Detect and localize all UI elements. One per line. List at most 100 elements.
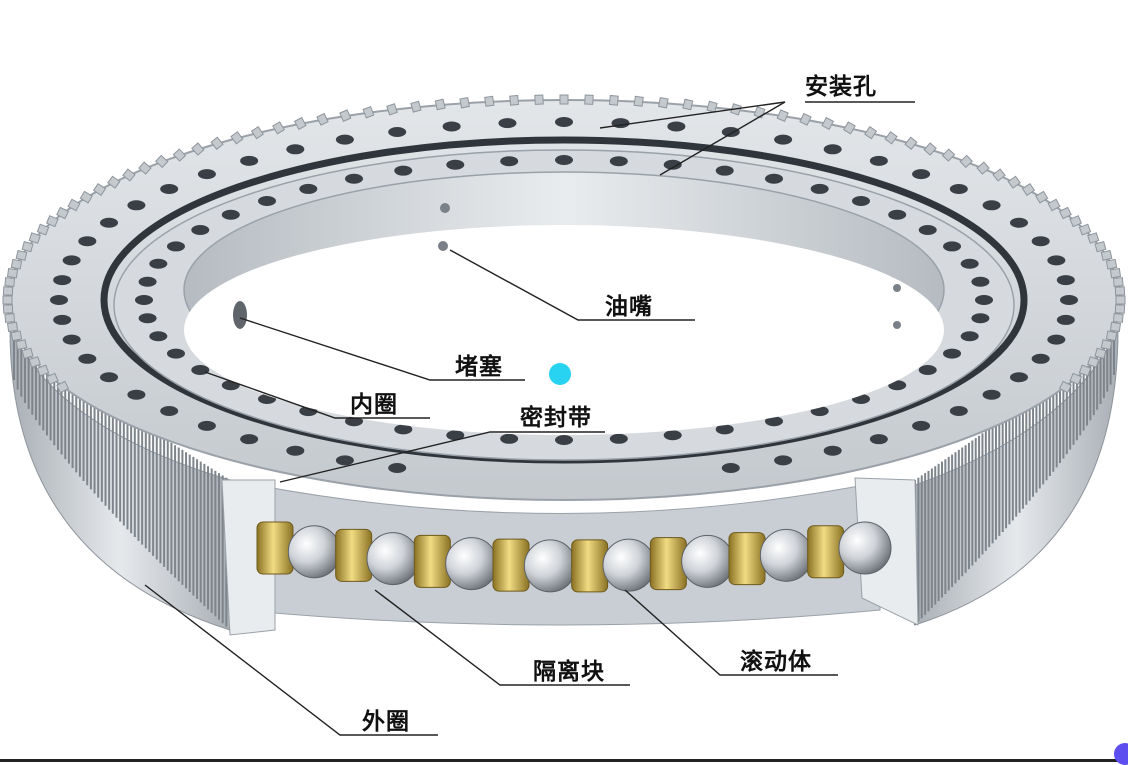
label-grease-nipple: 油嘴	[605, 294, 653, 320]
marker-dot	[549, 363, 571, 385]
mounting-hole	[166, 241, 185, 252]
mounting-hole	[446, 430, 465, 441]
mounting-hole	[810, 183, 829, 194]
mounting-hole	[765, 173, 783, 184]
gear-tooth	[1112, 313, 1124, 323]
gear-tooth	[1058, 380, 1072, 394]
leader-lines	[144, 101, 915, 736]
gear-tooth	[584, 94, 594, 105]
gear-tooth	[339, 109, 352, 123]
mounting-hole	[774, 134, 793, 145]
mounting-hole	[1031, 236, 1050, 247]
gear-tooth	[36, 223, 50, 236]
gear-tooth	[682, 98, 694, 111]
gear-tooth	[2, 304, 14, 314]
mounting-hole	[663, 430, 682, 441]
gear-tooth	[272, 121, 285, 135]
gear-tooth	[1021, 183, 1036, 197]
gear-tooth	[608, 94, 619, 106]
gear-tooth	[658, 96, 669, 109]
mounting-hole	[851, 196, 870, 207]
mounting-hole	[197, 420, 216, 431]
inner-bore-opening	[184, 225, 944, 435]
gear-tooth	[45, 215, 59, 228]
mounting-hole	[1031, 353, 1050, 364]
gear-tooth	[1100, 249, 1113, 261]
roller-spacer	[807, 525, 845, 579]
mounting-hole	[555, 117, 573, 127]
mounting-hole	[1047, 255, 1066, 266]
gear-tooth	[904, 136, 918, 150]
gear-tooth	[1007, 175, 1021, 189]
mounting-hole	[721, 463, 740, 474]
ball-roller	[287, 525, 341, 579]
gear-tooth	[191, 142, 205, 156]
mounting-hole	[500, 156, 519, 167]
mounting-hole	[774, 455, 793, 466]
gear-tooth	[1112, 277, 1124, 287]
label-plug: 堵塞	[455, 354, 503, 380]
mounting-hole	[50, 295, 68, 305]
mounting-hole	[240, 155, 259, 166]
mounting-hole	[388, 463, 407, 474]
gear-tooth	[864, 126, 878, 140]
gear-tooth	[210, 136, 224, 150]
roller-spacer	[413, 534, 451, 588]
mounting-hole	[100, 217, 119, 228]
gear-tooth	[1105, 330, 1118, 342]
mounting-hole	[715, 424, 734, 435]
roller-spacer	[649, 537, 687, 591]
gear-tooth	[21, 347, 34, 360]
gear-tooth	[1115, 295, 1126, 305]
mounting-hole	[498, 118, 517, 129]
mounting-hole	[149, 258, 168, 269]
gear-tooth	[633, 95, 644, 107]
gear-tooth	[1087, 232, 1100, 244]
gear-tooth	[10, 330, 23, 342]
mounting-hole	[160, 405, 179, 416]
mounting-hole	[500, 433, 519, 444]
mounting-hole	[1009, 372, 1028, 383]
gear-tooth	[15, 249, 28, 261]
gear-tooth	[1105, 258, 1118, 270]
gear-tooth	[138, 161, 152, 175]
mounting-hole	[960, 331, 979, 342]
mounting-hole	[971, 313, 990, 324]
mounting-hole	[127, 200, 146, 211]
roller-spacer	[256, 521, 294, 575]
label-mounting-hole: 安装孔	[805, 74, 877, 100]
gear-teeth-top	[2, 94, 1126, 394]
gear-tooth	[107, 175, 121, 189]
mounting-hole	[135, 295, 153, 305]
roller-spacer	[492, 538, 530, 592]
plug-icon	[233, 301, 247, 329]
gear-tooth	[6, 267, 19, 279]
label-spacer: 隔离块	[533, 659, 605, 685]
mounting-hole	[62, 334, 81, 345]
mounting-hole	[221, 209, 240, 220]
gear-tooth	[45, 372, 59, 385]
gear-tooth	[1100, 339, 1113, 351]
mounting-hole	[286, 445, 305, 456]
gear-tooth	[28, 232, 41, 244]
gear-tooth	[56, 380, 70, 394]
mounting-hole	[949, 184, 968, 195]
gear-tooth	[941, 148, 956, 162]
mounting-hole	[53, 275, 72, 286]
gear-tooth	[122, 168, 136, 182]
mounting-hole	[191, 365, 210, 375]
mounting-hole	[1056, 275, 1075, 286]
ball-roller	[759, 528, 813, 582]
gear-tooth	[1094, 240, 1107, 253]
gear-tooth	[1114, 304, 1126, 314]
gear-tooth	[386, 103, 398, 116]
mounting-hole	[912, 420, 931, 431]
gear-tooth	[1078, 364, 1092, 377]
gear-tooth	[155, 154, 169, 169]
mounting-hole	[335, 455, 354, 466]
grease-nipple-icon	[893, 321, 901, 329]
gear-tooth	[10, 258, 23, 270]
gear-tooth	[1035, 190, 1049, 204]
gear-tooth	[799, 112, 812, 126]
gear-tooth	[6, 321, 19, 333]
